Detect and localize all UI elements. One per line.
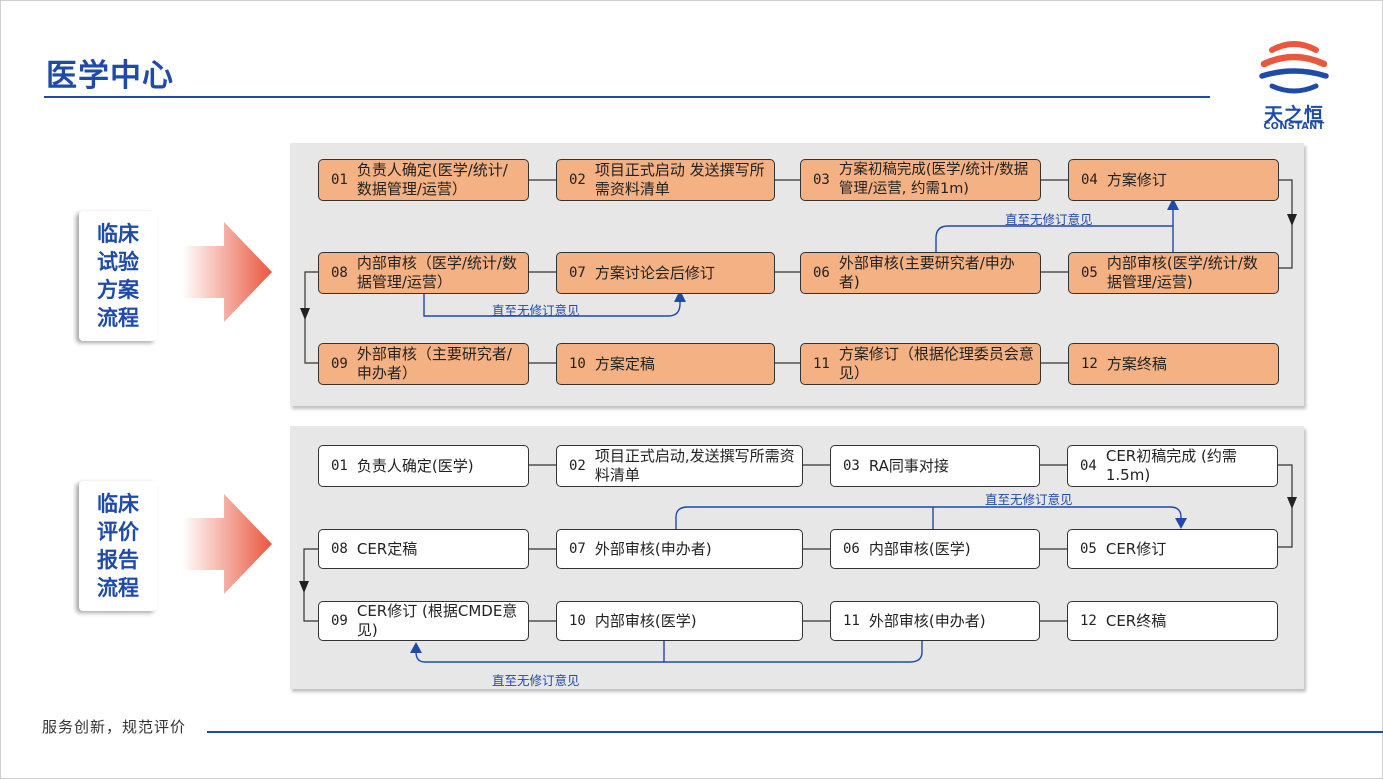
annotation-until-no-revision: 直至无修订意见 <box>1005 212 1093 227</box>
step-text: CER定稿 <box>356 539 418 558</box>
logo-arc-middle-icon <box>1260 53 1328 68</box>
step-text: 负责人确定(医学) <box>356 456 474 475</box>
step-number: 10 <box>569 612 586 629</box>
step-number: 04 <box>1080 457 1097 474</box>
step-number: 07 <box>569 264 586 281</box>
step-text: 项目正式启动,发送撰写所需资料清单 <box>594 447 795 484</box>
step-number: 01 <box>331 457 348 474</box>
step-text: CER修订 (根据CMDE意见) <box>356 602 518 639</box>
step-number: 11 <box>813 355 830 372</box>
annotation-until-no-revision: 直至无修订意见 <box>492 303 580 318</box>
section-label-clinical-evaluation: 临床评价报告流程 <box>79 481 157 611</box>
step-text: CER终稿 <box>1105 611 1167 630</box>
logo-arc-bottom-icon <box>1269 83 1319 94</box>
protocol-step-02: 02 项目正式启动 发送撰写所需资料清单 <box>556 159 775 201</box>
step-text: 外部审核（主要研究者/申办者） <box>356 345 512 382</box>
step-text: 内部审核(医学) <box>594 611 697 630</box>
protocol-step-03: 03 方案初稿完成(医学/统计/数据管理/运营, 约需1m) <box>800 159 1041 201</box>
step-number: 12 <box>1080 612 1097 629</box>
cer-step-07: 07 外部审核(申办者) <box>556 529 803 569</box>
page-title: 医学中心 <box>46 58 174 94</box>
logo-brand-text: 天之恒 <box>1263 104 1324 126</box>
step-text: 方案讨论会后修订 <box>594 263 715 282</box>
protocol-step-08: 08 内部审核（医学/统计/数据管理/运营） <box>318 252 529 294</box>
step-text: CER初稿完成 (约需1.5m) <box>1105 447 1237 484</box>
step-number: 08 <box>331 264 348 281</box>
protocol-step-09: 09 外部审核（主要研究者/申办者） <box>318 343 529 385</box>
section-label-text: 临床评价报告流程 <box>97 492 139 600</box>
step-text: 方案定稿 <box>594 354 655 373</box>
protocol-step-10: 10 方案定稿 <box>556 343 775 385</box>
step-text: RA同事对接 <box>868 456 949 475</box>
step-number: 09 <box>331 355 348 372</box>
cer-step-06: 06 内部审核(医学) <box>830 529 1040 569</box>
step-number: 03 <box>813 171 830 188</box>
cer-step-11: 11 外部审核(申办者) <box>830 601 1040 641</box>
step-text: 外部审核(主要研究者/申办者) <box>838 254 1015 291</box>
step-text: 方案初稿完成(医学/统计/数据管理/运营, 约需1m) <box>838 162 1029 197</box>
step-text: CER修订 <box>1105 539 1167 558</box>
constant-logo-icon <box>1259 41 1329 94</box>
step-number: 04 <box>1081 171 1098 188</box>
step-number: 12 <box>1081 355 1098 372</box>
footer-divider <box>207 731 1383 733</box>
step-text: 方案终稿 <box>1106 354 1167 373</box>
cer-step-08: 08 CER定稿 <box>318 529 529 569</box>
cer-step-12: 12 CER终稿 <box>1067 601 1278 641</box>
step-text: 外部审核(申办者) <box>594 539 712 558</box>
cer-step-02: 02 项目正式启动,发送撰写所需资料清单 <box>556 445 803 487</box>
logo-sub-text: CONSTANT <box>1263 121 1325 132</box>
footer-slogan: 服务创新，规范评价 <box>42 718 187 736</box>
annotation-until-no-revision: 直至无修订意见 <box>985 492 1073 507</box>
step-text: 内部审核（医学/统计/数据管理/运营） <box>356 254 517 291</box>
step-number: 01 <box>331 171 348 188</box>
protocol-step-05: 05 内部审核(医学/统计/数据管理/运营) <box>1068 252 1279 294</box>
step-number: 06 <box>813 264 830 281</box>
cer-step-09: 09 CER修订 (根据CMDE意见) <box>318 601 529 641</box>
step-number: 06 <box>843 540 860 557</box>
gradient-arrow-icon <box>182 494 272 594</box>
cer-step-04: 04 CER初稿完成 (约需1.5m) <box>1067 445 1278 487</box>
step-number: 02 <box>569 171 586 188</box>
step-number: 11 <box>843 612 860 629</box>
step-text: 内部审核(医学/统计/数据管理/运营) <box>1106 254 1258 291</box>
cer-step-01: 01 负责人确定(医学) <box>318 445 529 487</box>
cer-step-10: 10 内部审核(医学) <box>556 601 803 641</box>
step-number: 02 <box>569 457 586 474</box>
protocol-step-11: 11 方案修订（根据伦理委员会意见） <box>800 343 1041 385</box>
step-number: 05 <box>1080 540 1097 557</box>
step-number: 09 <box>331 612 348 629</box>
logo-arc-lower-icon <box>1259 68 1329 79</box>
step-text: 方案修订（根据伦理委员会意见） <box>838 345 1034 382</box>
step-text: 项目正式启动 发送撰写所需资料清单 <box>594 161 765 198</box>
step-number: 03 <box>843 457 860 474</box>
step-text: 内部审核(医学) <box>868 539 971 558</box>
step-number: 07 <box>569 540 586 557</box>
protocol-step-01: 01 负责人确定(医学/统计/数据管理/运营） <box>318 159 529 201</box>
annotation-until-no-revision: 直至无修订意见 <box>492 673 580 688</box>
protocol-step-07: 07 方案讨论会后修订 <box>556 252 775 294</box>
step-text: 方案修订 <box>1106 170 1167 189</box>
logo-arc-top-icon <box>1269 41 1319 53</box>
cer-step-03: 03 RA同事对接 <box>830 445 1040 487</box>
cer-step-05: 05 CER修订 <box>1067 529 1278 569</box>
step-number: 10 <box>569 355 586 372</box>
step-text: 负责人确定(医学/统计/数据管理/运营） <box>356 161 508 198</box>
protocol-step-06: 06 外部审核(主要研究者/申办者) <box>800 252 1041 294</box>
gradient-arrow-icon <box>182 222 272 322</box>
title-divider <box>44 96 1210 98</box>
protocol-step-04: 04 方案修订 <box>1068 159 1279 201</box>
step-text: 外部审核(申办者) <box>868 611 986 630</box>
step-number: 08 <box>331 540 348 557</box>
step-number: 05 <box>1081 264 1098 281</box>
section-label-clinical-trial: 临床试验方案流程 <box>79 211 157 341</box>
protocol-step-12: 12 方案终稿 <box>1068 343 1279 385</box>
section-label-text: 临床试验方案流程 <box>97 222 139 330</box>
